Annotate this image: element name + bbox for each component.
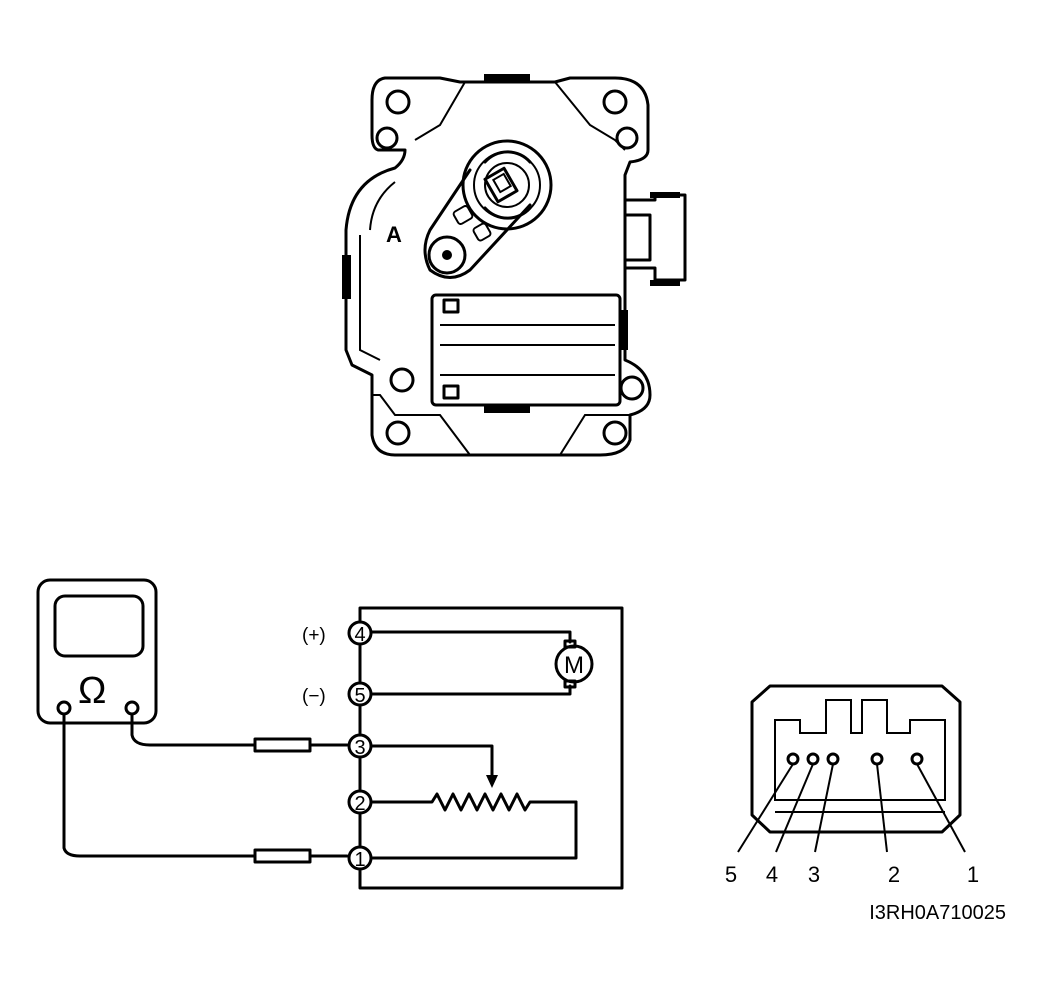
meter-probe-jack-right: [124, 700, 140, 716]
test-leads: [62, 712, 349, 864]
terminal-2: 2: [347, 789, 373, 815]
connector-pin-3: [826, 752, 840, 766]
connector-pin-1: [910, 752, 924, 766]
connector-pin-4: [806, 752, 820, 766]
motor-wire-plus: [369, 630, 572, 644]
meter-probe-jack-left: [56, 700, 72, 716]
terminal-number: 2: [354, 793, 365, 815]
ohmmeter-display: [53, 594, 145, 658]
left-tab: [342, 255, 351, 299]
terminal-polarity-plus: (+): [302, 625, 326, 646]
actuator-inner-outline: [359, 81, 626, 361]
connector-pinout: 5 4 3 2 1: [725, 684, 979, 887]
terminal-5: 5 (−): [302, 681, 373, 707]
motor-label: M: [564, 652, 584, 679]
motor-symbol: [554, 644, 594, 684]
probe-tip-lower: [253, 848, 312, 864]
pin-label-4: 4: [766, 862, 778, 887]
terminal-number: 1: [354, 849, 365, 871]
actuator: A: [342, 74, 687, 457]
terminal-number: 4: [354, 624, 365, 646]
resistor-return-wire: [369, 800, 578, 860]
bottom-tab: [484, 404, 530, 413]
right-tab: [619, 310, 628, 350]
lever-arm: [423, 168, 532, 279]
ohm-symbol: Ω: [78, 670, 106, 712]
motor-wire-minus: [369, 684, 572, 696]
connector-housing: [750, 684, 962, 834]
motor-housing: [430, 293, 622, 407]
resistor-element: [369, 792, 578, 812]
terminal-4: 4 (+): [302, 620, 373, 646]
actuator-lower-lugs: [372, 394, 630, 456]
probe-tip-upper: [253, 737, 312, 753]
connector-pin-5: [786, 752, 800, 766]
terminal-polarity-minus: (−): [302, 686, 326, 707]
terminal-number: 5: [354, 685, 365, 707]
wiper-arrow: [486, 775, 498, 788]
terminal-3: 3: [347, 733, 373, 759]
terminal-number: 3: [354, 737, 365, 759]
circuit-box: 4 (+) 5 (−) 3 2 1 M: [302, 606, 624, 890]
connector-pin-2: [870, 752, 884, 766]
lever-pivot-center: [442, 250, 452, 260]
ohmmeter: Ω: [36, 578, 158, 725]
wiper-wire: [369, 744, 494, 780]
mounting-holes: [375, 89, 645, 446]
top-tab: [484, 74, 530, 83]
pin-label-3: 3: [808, 862, 820, 887]
pin-label-2: 2: [888, 862, 900, 887]
connector-inner: [774, 699, 946, 801]
side-connector: [623, 192, 687, 286]
lever-pivot: [427, 235, 467, 275]
terminal-1: 1: [347, 845, 373, 871]
actuator-body: [344, 76, 652, 457]
actuator-label: A: [386, 222, 402, 247]
rotor: [461, 139, 553, 231]
ohmmeter-body: [36, 578, 158, 725]
figure-code: I3RH0A710025: [869, 902, 1006, 924]
pin-label-5: 5: [725, 862, 737, 887]
pin-label-1: 1: [967, 862, 979, 887]
